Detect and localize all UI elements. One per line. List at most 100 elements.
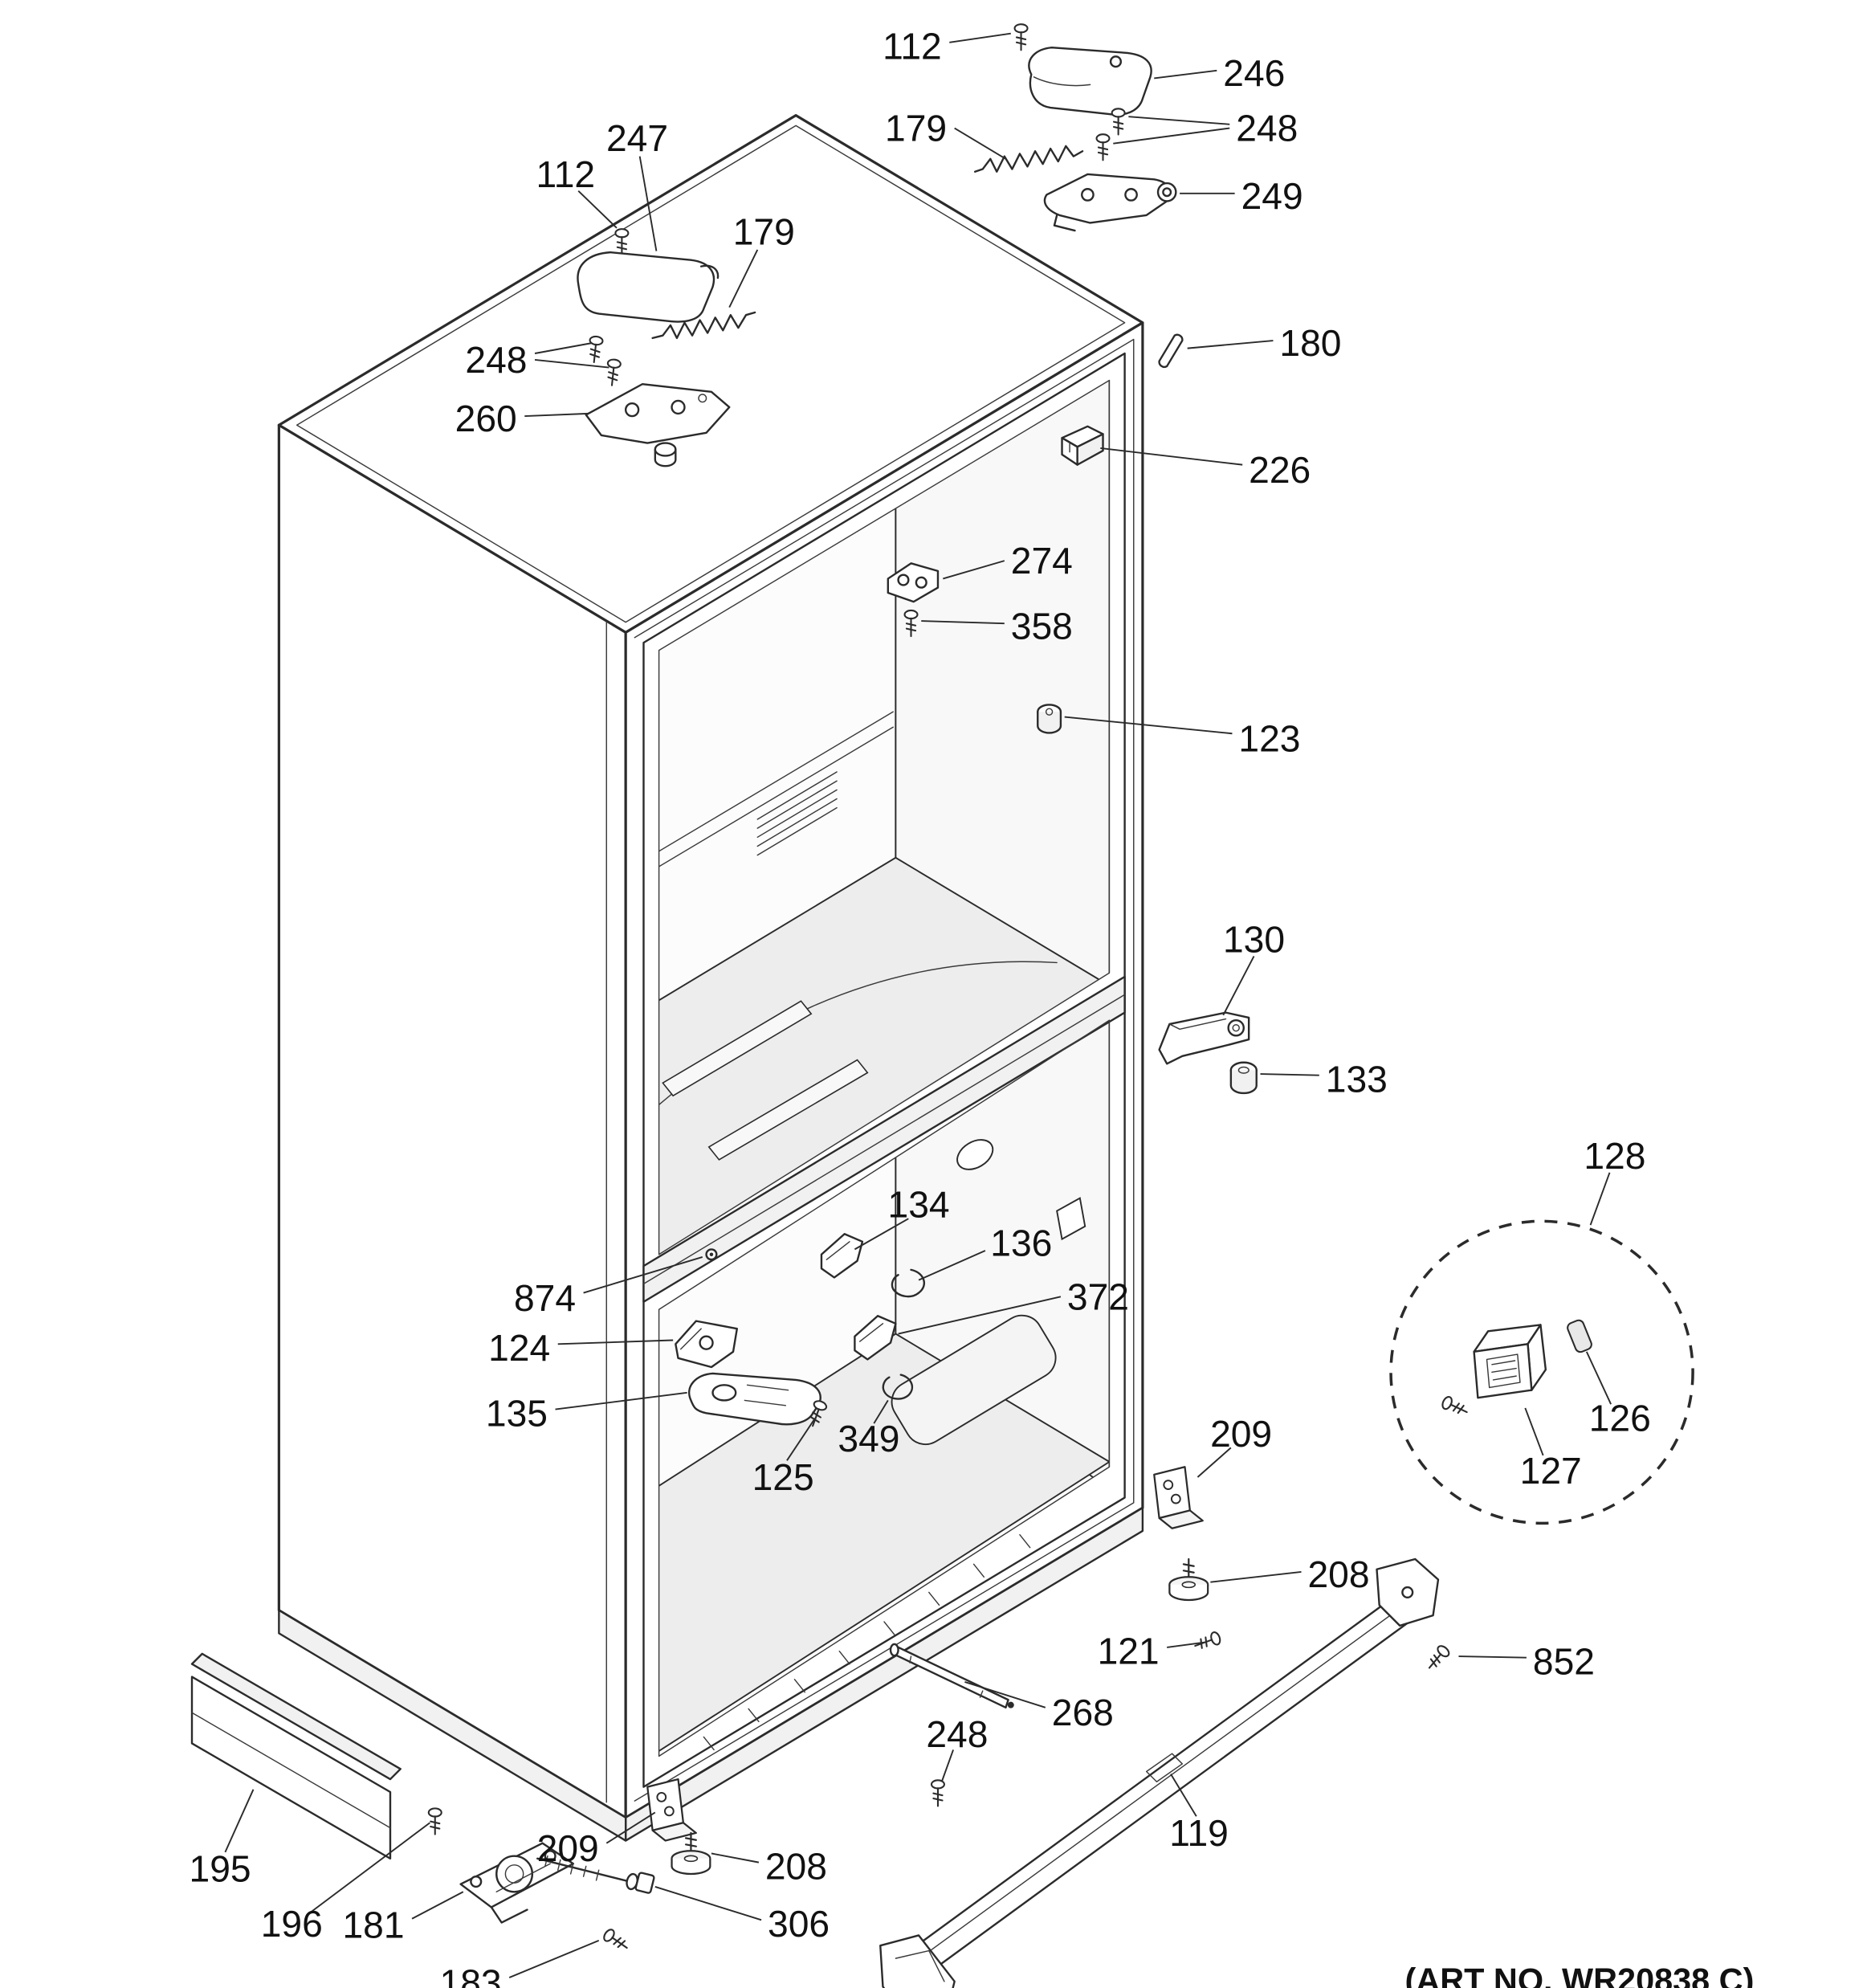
leader-line-248 bbox=[1113, 127, 1230, 145]
grommet-133 bbox=[1229, 1061, 1258, 1095]
screw-121-icon bbox=[1192, 1630, 1223, 1653]
leader-line-246 bbox=[1154, 69, 1217, 80]
leader-line-274 bbox=[943, 560, 1005, 580]
callout-358: 358 bbox=[1011, 605, 1073, 647]
top-hinge-left-group bbox=[577, 228, 756, 467]
callout-260: 260 bbox=[455, 398, 517, 439]
screw-183-icon bbox=[601, 1926, 632, 1954]
leader-line-179 bbox=[728, 249, 759, 308]
rod-268 bbox=[889, 1643, 1014, 1709]
leader-line-248 bbox=[534, 342, 592, 354]
leader-line-133 bbox=[1260, 1073, 1319, 1076]
leader-line-208 bbox=[1210, 1570, 1302, 1583]
clip-349 bbox=[882, 1374, 914, 1400]
callout-179: 179 bbox=[885, 107, 947, 149]
leader-line-349 bbox=[873, 1399, 889, 1424]
screw-112-icon bbox=[1013, 23, 1029, 51]
callout-123: 123 bbox=[1238, 718, 1300, 760]
callout-126: 126 bbox=[1589, 1398, 1651, 1439]
bolt-306 bbox=[536, 1855, 655, 1894]
leader-line-248 bbox=[940, 1749, 954, 1782]
callout-372: 372 bbox=[1067, 1276, 1129, 1317]
callout-249: 249 bbox=[1241, 175, 1303, 217]
floor-recess bbox=[891, 1314, 1057, 1446]
callout-247: 247 bbox=[606, 117, 668, 159]
detail-circle-128 bbox=[1389, 1219, 1694, 1525]
clip-372 bbox=[854, 1315, 897, 1361]
leader-line-247 bbox=[638, 156, 658, 251]
screw-248-icon bbox=[1095, 133, 1111, 161]
leader-line-127 bbox=[1524, 1407, 1544, 1456]
callout-112: 112 bbox=[536, 153, 595, 195]
callout-209: 209 bbox=[537, 1827, 599, 1869]
leader-line-112 bbox=[577, 190, 618, 229]
leader-line-181 bbox=[411, 1891, 464, 1920]
leader-line-372 bbox=[898, 1296, 1062, 1335]
callout-874: 874 bbox=[514, 1277, 576, 1319]
leader-line-358 bbox=[921, 620, 1005, 625]
callout-121: 121 bbox=[1098, 1631, 1160, 1672]
pin-180 bbox=[1158, 333, 1184, 368]
hinge-cover-247 bbox=[577, 251, 715, 323]
leader-line-306 bbox=[654, 1885, 762, 1921]
callout-125: 125 bbox=[752, 1456, 814, 1498]
top-hinge-right-group bbox=[973, 23, 1177, 232]
hinge-260 bbox=[585, 383, 731, 444]
leader-line-183 bbox=[508, 1939, 600, 1978]
leader-line-125 bbox=[786, 1418, 816, 1461]
leader-line-128 bbox=[1589, 1172, 1611, 1226]
screw-196-icon bbox=[427, 1807, 442, 1835]
callout-124: 124 bbox=[488, 1327, 550, 1369]
leader-line-180 bbox=[1187, 340, 1274, 349]
callout-136: 136 bbox=[990, 1222, 1052, 1263]
leader-line-123 bbox=[1064, 716, 1233, 735]
callout-248: 248 bbox=[465, 339, 527, 381]
screw-874 bbox=[705, 1248, 718, 1261]
screw-852-icon bbox=[1423, 1643, 1452, 1673]
leader-line-248 bbox=[534, 359, 609, 369]
callout-274: 274 bbox=[1011, 540, 1073, 582]
callout-135: 135 bbox=[486, 1392, 548, 1434]
leader-line-209 bbox=[605, 1811, 656, 1844]
liner-frames bbox=[642, 379, 1126, 1757]
stop-226 bbox=[1061, 425, 1104, 466]
spring-179-icon bbox=[973, 145, 1084, 173]
leader-line-208 bbox=[711, 1852, 760, 1863]
dashed-detail-circle bbox=[1389, 1219, 1694, 1525]
bracket-209-right bbox=[1153, 1466, 1204, 1529]
callout-127: 127 bbox=[1520, 1450, 1582, 1492]
funnel-135 bbox=[688, 1372, 821, 1426]
leader-line-852 bbox=[1458, 1655, 1527, 1659]
clip-136 bbox=[891, 1268, 926, 1298]
leader-line-248 bbox=[1128, 116, 1230, 125]
leader-line-135 bbox=[555, 1391, 687, 1410]
hinge-cover-246 bbox=[1028, 46, 1152, 116]
callout-306: 306 bbox=[768, 1903, 830, 1945]
leader-line-196 bbox=[306, 1822, 430, 1916]
pad-126 bbox=[1567, 1319, 1592, 1353]
callout-246: 246 bbox=[1223, 52, 1285, 94]
leader-line-179 bbox=[954, 127, 1006, 160]
leader-line-130 bbox=[1222, 956, 1255, 1016]
leveling-foot-208-right bbox=[1168, 1557, 1209, 1602]
callout-248: 248 bbox=[926, 1713, 988, 1755]
callout-179: 179 bbox=[733, 211, 795, 253]
callout-208: 208 bbox=[1307, 1553, 1369, 1595]
callout-180: 180 bbox=[1279, 322, 1341, 364]
leader-line-260 bbox=[524, 412, 589, 418]
leader-line-209 bbox=[1196, 1447, 1232, 1478]
callout-128: 128 bbox=[1584, 1135, 1645, 1177]
leader-line-112 bbox=[949, 32, 1011, 43]
bracket-274 bbox=[887, 562, 940, 603]
leader-line-874 bbox=[583, 1256, 703, 1294]
rail-119 bbox=[879, 1557, 1440, 1988]
callout-208: 208 bbox=[765, 1845, 827, 1887]
callout-119: 119 bbox=[1169, 1812, 1229, 1854]
callout-195: 195 bbox=[190, 1848, 251, 1890]
art-number: (ART NO. WR20838 C) bbox=[1405, 1962, 1755, 1988]
leader-line-121 bbox=[1167, 1641, 1206, 1648]
drain-hole bbox=[956, 1139, 994, 1170]
